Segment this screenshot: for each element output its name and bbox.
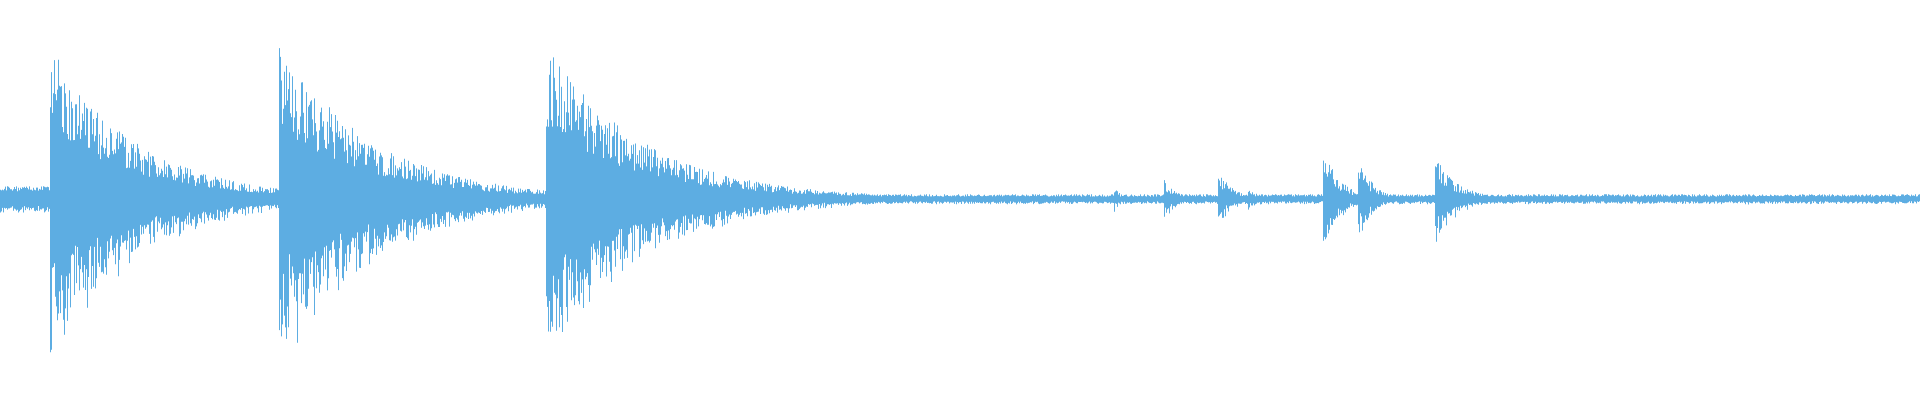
waveform-path <box>0 48 1920 353</box>
waveform-samples <box>0 48 1920 353</box>
